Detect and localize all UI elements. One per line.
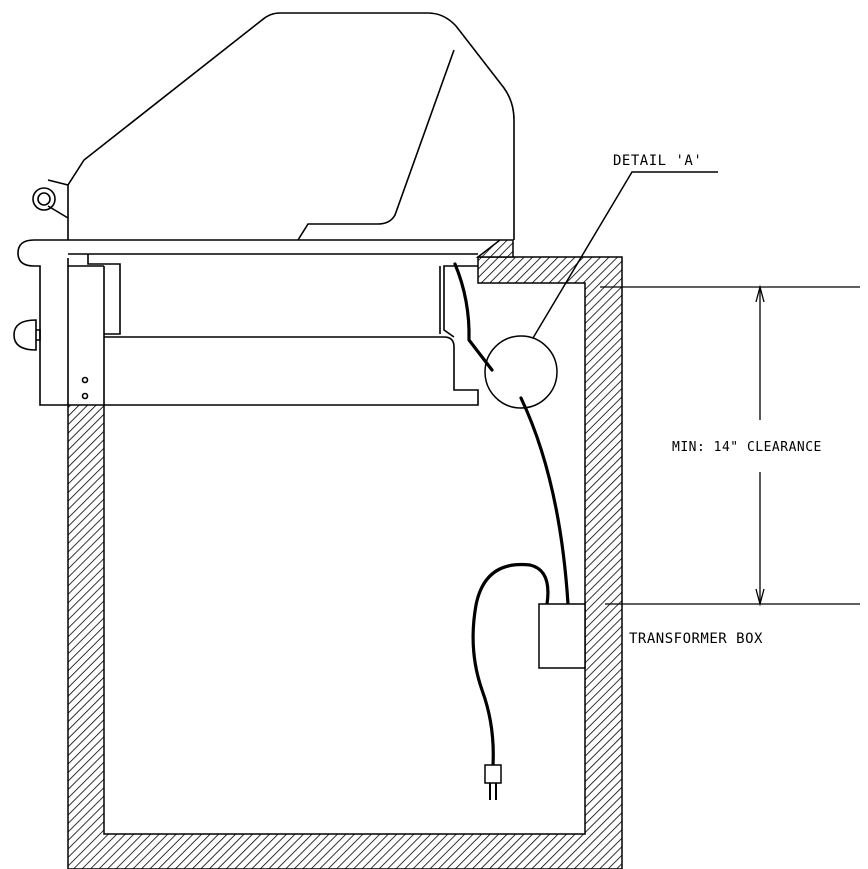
detail-a-circle [484, 335, 558, 409]
detail-a-callout [484, 171, 718, 409]
transformer-box [538, 603, 586, 669]
control-knob [13, 319, 41, 351]
firebox-tray [104, 265, 479, 406]
firebox-outline [87, 254, 121, 335]
grill-top-shelf [68, 239, 500, 255]
clearance-dimension [600, 284, 860, 607]
plug-body [484, 764, 502, 784]
panel-screw [81, 392, 89, 400]
hood-front-edge [297, 49, 455, 241]
detail-a-leader [532, 171, 718, 339]
dimension-arrow-top [755, 284, 765, 303]
transformer-wire [519, 396, 570, 606]
island-enclosure [67, 239, 623, 869]
control-panel [67, 258, 105, 405]
wiring [453, 262, 570, 767]
grill [13, 12, 515, 406]
hood-handle-bracket [47, 179, 69, 219]
hood-pivot-outer [32, 187, 56, 211]
panel-screw [81, 376, 89, 384]
clearance-label: MIN: 14" CLEARANCE [672, 440, 822, 455]
transformer-box-label: TRANSFORMER BOX [629, 631, 763, 647]
grill-hood [67, 12, 515, 240]
grill-wire [453, 262, 494, 372]
enclosure-walls [67, 256, 623, 869]
hood-pivot-inner [37, 192, 51, 206]
power-cord [471, 562, 550, 767]
side-rail [17, 239, 68, 406]
power-plug [484, 764, 502, 800]
detail-a-label: DETAIL 'A' [613, 153, 702, 169]
dimension-arrow-bottom [755, 588, 765, 607]
countertop-lip [475, 239, 514, 258]
